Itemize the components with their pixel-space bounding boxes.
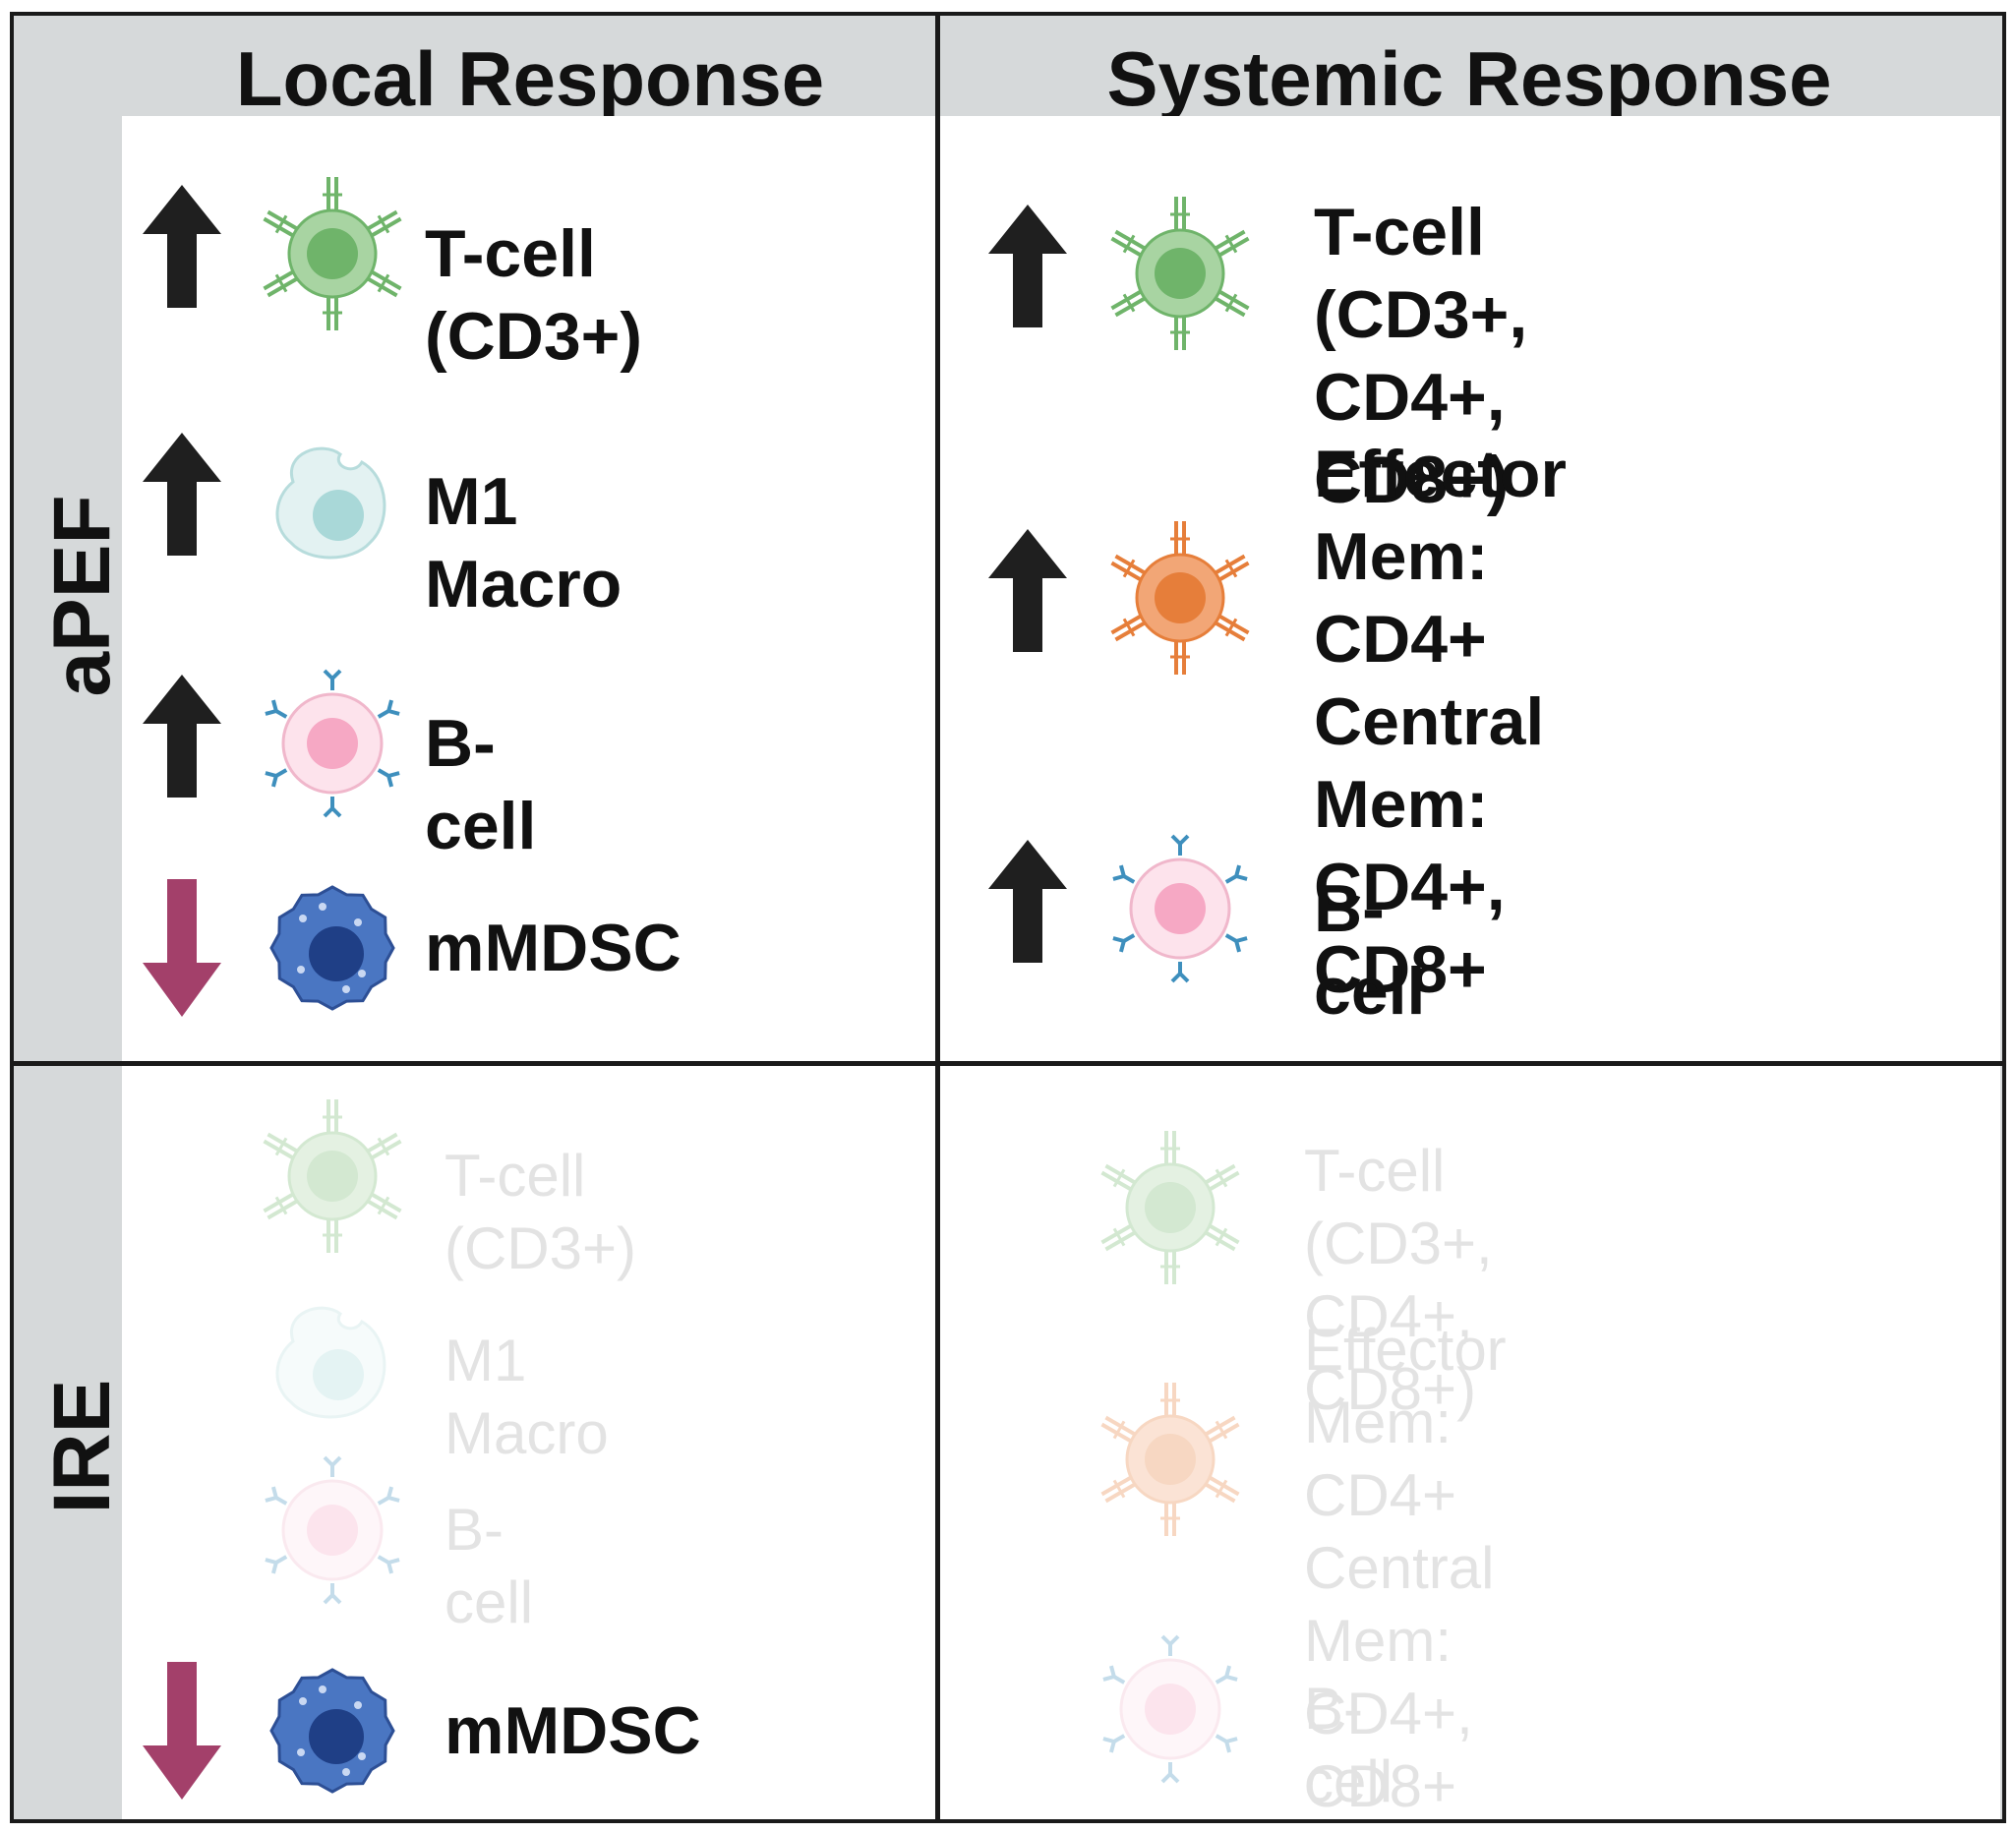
panel-apef-local — [122, 116, 935, 1061]
macrophage-icon — [275, 1306, 386, 1419]
cell-label: B-cell — [445, 1497, 534, 1635]
b-cell-icon — [1102, 1634, 1238, 1784]
cell-label: mMDSC — [445, 1693, 701, 1768]
cell-label: T-cell (CD3+) — [445, 1143, 637, 1281]
mdsc-icon — [269, 885, 395, 1011]
down-arrow-icon — [143, 1662, 221, 1800]
t-cell-icon — [1100, 1131, 1240, 1284]
column-divider — [935, 16, 940, 1819]
up-arrow-icon — [143, 433, 221, 556]
up-arrow-icon — [988, 205, 1067, 327]
row-label-ire: IRE — [37, 1379, 127, 1514]
b-cell-icon — [265, 669, 400, 818]
up-arrow-icon — [988, 529, 1067, 652]
cell-label: Effector Mem: CD4+ Central Mem: CD4+, CD… — [1314, 437, 1567, 1007]
cell-label: T-cell (CD3+, CD4+, CD8+) — [1304, 1138, 1493, 1422]
cell-label: B-cell — [1314, 871, 1426, 1029]
cell-label: M1 Macro — [445, 1328, 609, 1466]
t-cell-icon — [1110, 197, 1250, 350]
memory-t-cell-icon — [1110, 521, 1250, 675]
t-cell-icon — [263, 177, 402, 330]
cell-label: B-cell — [1304, 1676, 1393, 1814]
b-cell-icon — [1112, 834, 1248, 983]
cell-label: Effector Mem: CD4+ Central Mem: CD4+, CD… — [1304, 1317, 1507, 1819]
panel-ire-local — [122, 1066, 935, 1819]
memory-t-cell-icon — [1100, 1383, 1240, 1536]
panel-ire-systemic — [940, 1066, 2000, 1819]
cell-label: T-cell (CD3+, CD4+, CD8+) — [1314, 195, 1528, 517]
figure-frame: Local Response Systemic Response aPEF IR… — [10, 12, 2006, 1823]
header-local-response: Local Response — [235, 35, 825, 122]
cell-label: mMDSC — [425, 911, 682, 985]
cell-label: T-cell (CD3+) — [425, 216, 643, 374]
up-arrow-icon — [143, 185, 221, 308]
b-cell-icon — [265, 1455, 400, 1605]
row-label-apef: aPEF — [37, 495, 127, 697]
panel-apef-systemic — [940, 116, 2000, 1061]
up-arrow-icon — [143, 675, 221, 798]
macrophage-icon — [275, 446, 386, 560]
cell-label: B-cell — [425, 706, 537, 863]
down-arrow-icon — [143, 879, 221, 1017]
mdsc-icon — [269, 1668, 395, 1794]
t-cell-icon — [263, 1099, 402, 1253]
up-arrow-icon — [988, 840, 1067, 963]
row-divider — [14, 1061, 2002, 1066]
header-systemic-response: Systemic Response — [1106, 35, 1832, 122]
cell-label: M1 Macro — [425, 464, 623, 621]
